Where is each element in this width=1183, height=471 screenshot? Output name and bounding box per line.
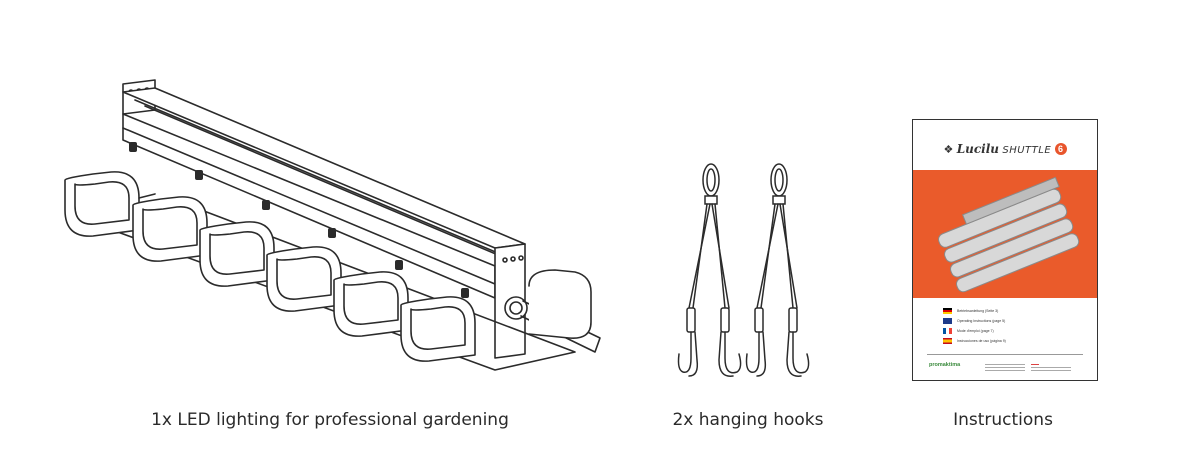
manual-model: SHUTTLE	[1002, 145, 1052, 156]
spanish-flag-icon	[943, 338, 952, 344]
hanging-hooks-caption: 2x hanging hooks	[672, 410, 824, 430]
language-item: Betriebsanleitung (Seite 3)	[943, 308, 998, 314]
hanging-hooks-illustration	[675, 158, 825, 388]
language-item: Operating Instructions (page 5)	[943, 318, 1005, 324]
language-item: Instrucciones de uso (página 9)	[943, 338, 1006, 344]
led-fixture-illustration	[55, 70, 615, 390]
publisher-address-block	[985, 362, 1025, 374]
uk-flag-icon	[943, 318, 952, 324]
manual-title: ❖ Lucilu SHUTTLE 6	[913, 142, 1097, 162]
led-fixture-icon	[64, 79, 601, 371]
manual-model-number: 6	[1054, 143, 1067, 155]
instructions-caption: Instructions	[953, 410, 1053, 430]
publisher-contact-block	[1031, 362, 1071, 374]
language-item: Mode d'emploi (page 7)	[943, 328, 994, 334]
german-flag-icon	[943, 308, 952, 314]
manual-divider	[927, 354, 1083, 355]
publisher-logo: promaktima	[929, 362, 961, 368]
fixture-photo-icon	[938, 176, 1080, 293]
french-flag-icon	[943, 328, 952, 334]
brand-logo-icon: ❖	[943, 144, 954, 156]
hanging-hook-icon	[677, 163, 810, 377]
instruction-manual: ❖ Lucilu SHUTTLE 6 Betriebsanleitung (Se…	[912, 119, 1098, 381]
manual-cover-banner	[913, 170, 1097, 298]
manual-brand: Lucilu	[956, 142, 1000, 156]
led-lighting-caption: 1x LED lighting for professional gardeni…	[151, 410, 509, 430]
